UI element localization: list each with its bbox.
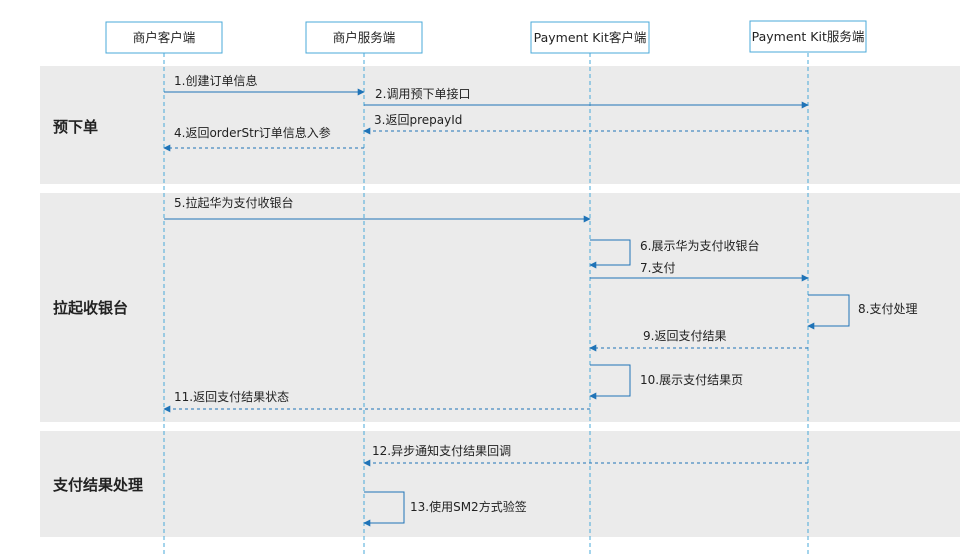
message-label-7: 7.支付 [640, 261, 675, 275]
message-label-12: 12.异步通知支付结果回调 [372, 444, 511, 458]
phase-band-cashier [40, 193, 960, 422]
actor-label: 商户服务端 [333, 30, 396, 45]
phase-band-prepay [40, 66, 960, 184]
actors: 商户客户端 商户服务端 Payment Kit客户端 Payment Kit服务… [105, 20, 867, 54]
message-label-8: 8.支付处理 [858, 302, 917, 316]
message-label-1: 1.创建订单信息 [174, 73, 257, 88]
actor-label: Payment Kit客户端 [534, 30, 647, 45]
message-label-6: 6.展示华为支付收银台 [640, 238, 759, 253]
actor-merchant-server: 商户服务端 [305, 21, 423, 54]
message-label-4: 4.返回orderStr订单信息入参 [174, 125, 331, 140]
message-label-11: 11.返回支付结果状态 [174, 390, 289, 404]
actor-label: Payment Kit服务端 [752, 29, 865, 44]
message-arrow-10 [589, 364, 631, 400]
message-label-10: 10.展示支付结果页 [640, 373, 743, 387]
messages: 1.创建订单信息 2.调用预下单接口 3.返回prepayId 4.返回orde… [163, 73, 917, 527]
message-arrow-6 [589, 239, 631, 269]
message-label-2: 2.调用预下单接口 [375, 86, 470, 101]
phase-title-prepay: 预下单 [53, 118, 98, 136]
phase-bands: 预下单 拉起收银台 支付结果处理 [40, 66, 960, 537]
message-label-13: 13.使用SM2方式验签 [410, 499, 527, 514]
message-arrow-13 [363, 491, 405, 527]
actor-merchant-client: 商户客户端 [105, 21, 223, 54]
phase-title-cashier: 拉起收银台 [53, 299, 128, 317]
message-arrow-8 [807, 294, 850, 330]
message-label-9: 9.返回支付结果 [643, 329, 726, 343]
actor-kit-server: Payment Kit服务端 [749, 20, 867, 53]
message-label-5: 5.拉起华为支付收银台 [174, 195, 293, 210]
message-label-3: 3.返回prepayId [374, 113, 462, 127]
phase-title-result: 支付结果处理 [52, 476, 143, 494]
phase-band-result [40, 431, 960, 537]
actor-label: 商户客户端 [133, 30, 196, 45]
actor-kit-client: Payment Kit客户端 [530, 21, 650, 54]
